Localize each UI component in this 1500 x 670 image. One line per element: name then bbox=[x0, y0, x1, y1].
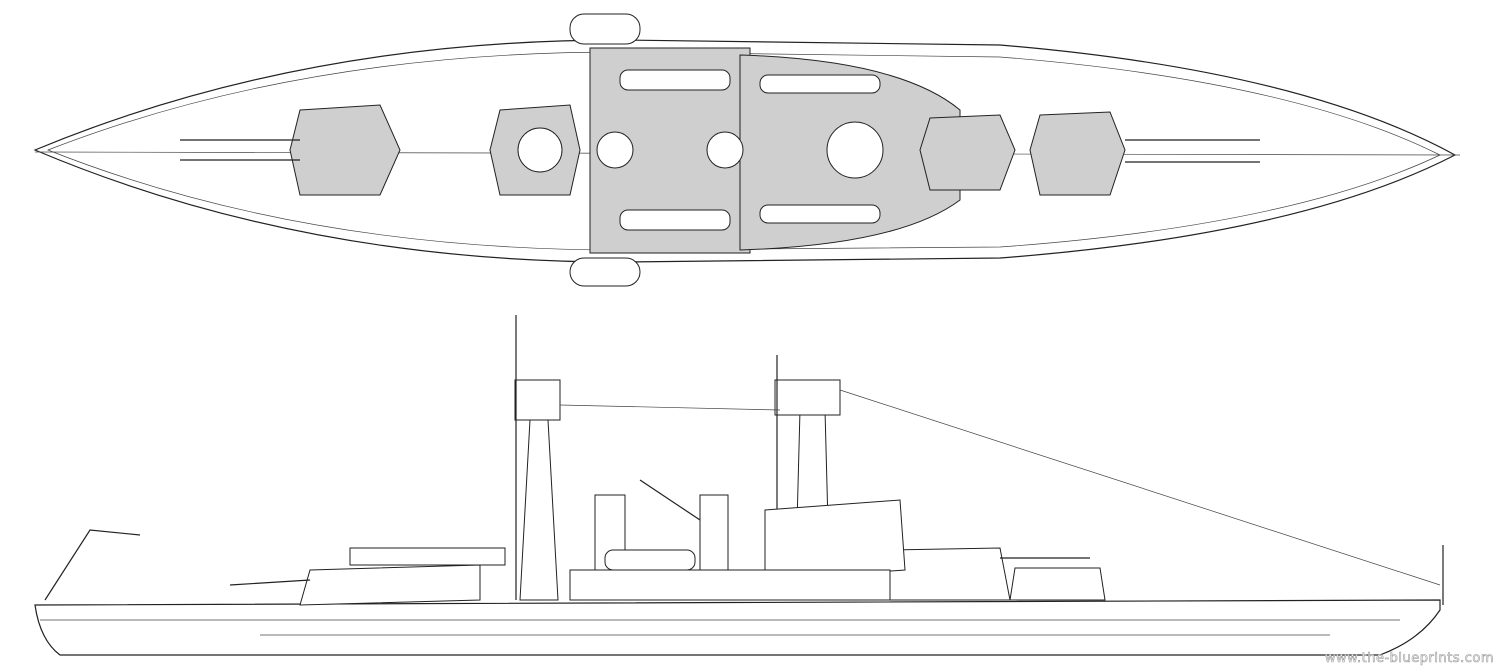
side-view-profile bbox=[34, 315, 1444, 656]
watermark: www.the-blueprints.com bbox=[1324, 651, 1494, 667]
top-view-plan bbox=[33, 13, 1461, 287]
